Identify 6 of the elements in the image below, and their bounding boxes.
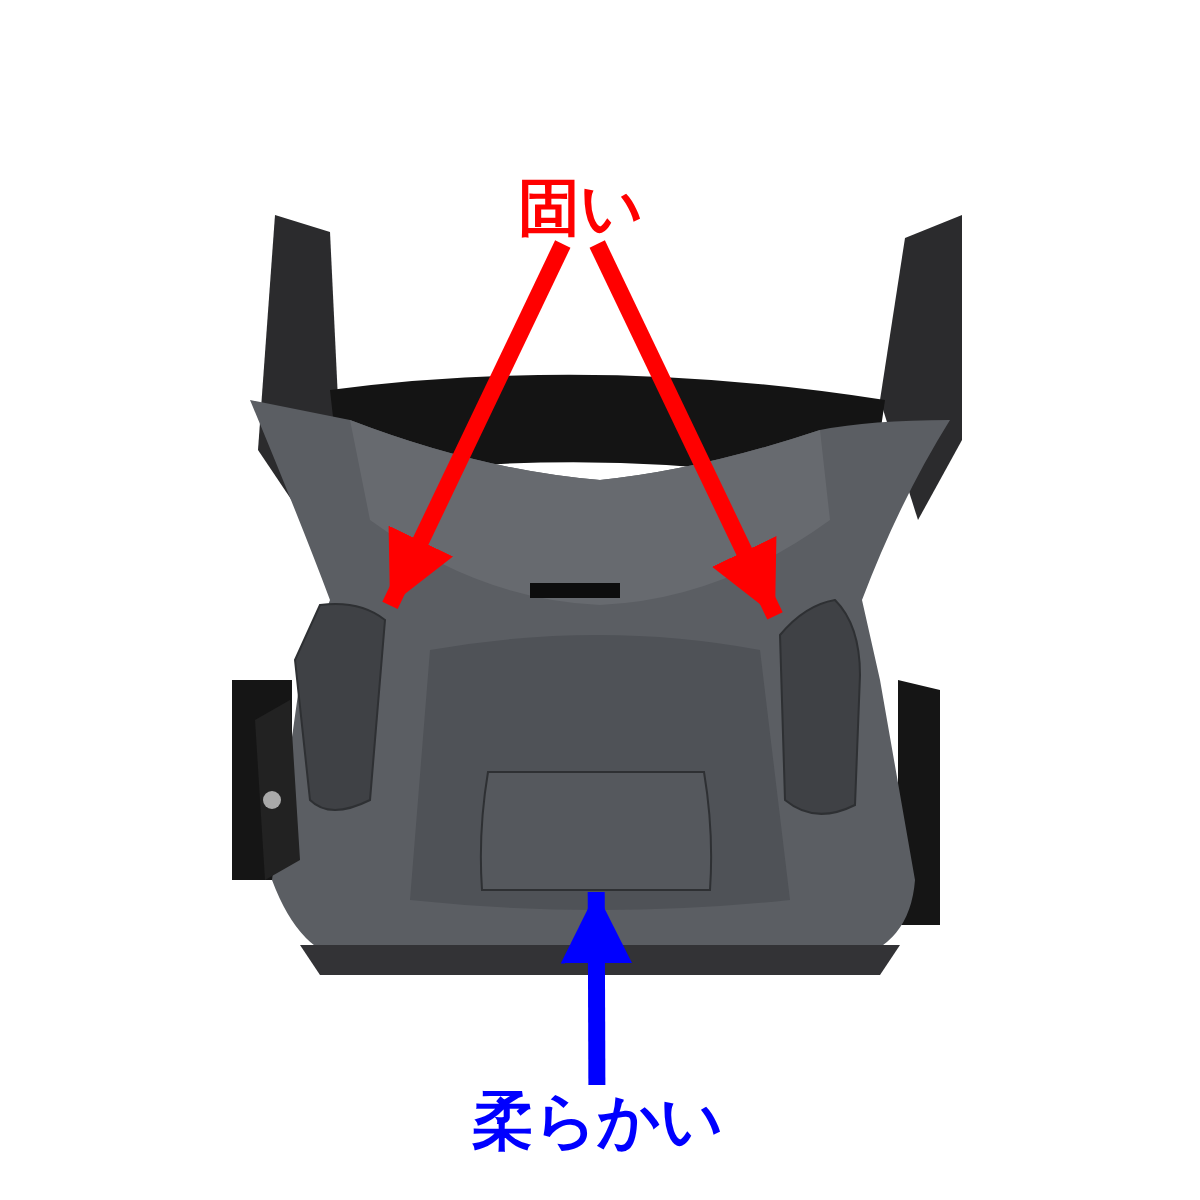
arrow: [560, 891, 633, 1086]
callout-text: 柔らかい: [462, 1085, 732, 1157]
callout-text: 固い: [515, 172, 645, 244]
arrow: [382, 240, 571, 610]
brace-panel: [478, 772, 714, 892]
arrow: [589, 240, 783, 620]
